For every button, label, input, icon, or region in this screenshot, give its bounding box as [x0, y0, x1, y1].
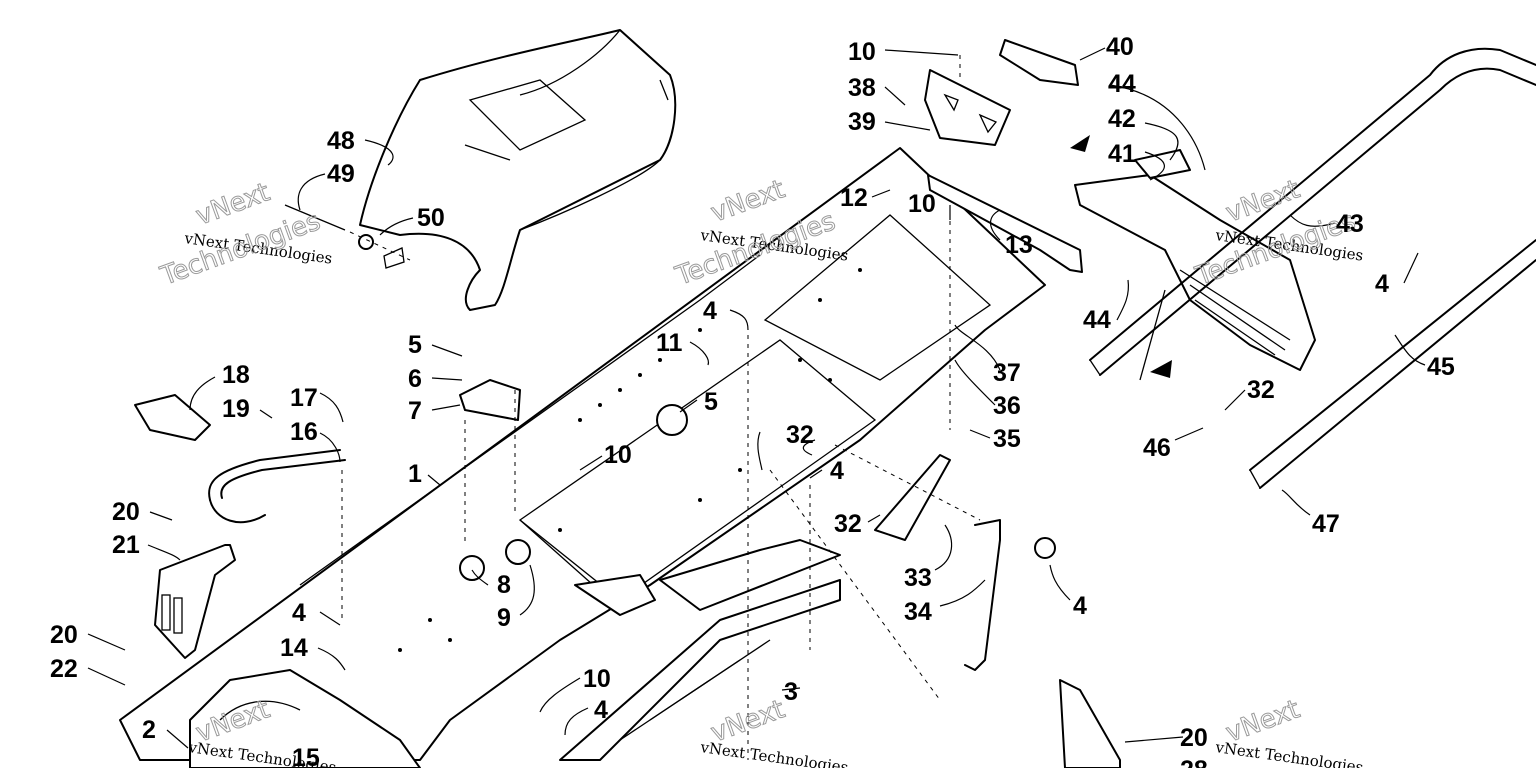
- tunnel-holes: [398, 268, 862, 652]
- callout-9: 9: [497, 604, 511, 632]
- cover-18: [134, 394, 211, 441]
- callout-4: 4: [594, 696, 608, 724]
- tunnel-panel: [119, 147, 1046, 761]
- callout-40: 40: [1106, 33, 1134, 61]
- round-plates: [459, 404, 1056, 581]
- callout-1: 1: [408, 460, 422, 488]
- callout-45: 45: [1427, 353, 1455, 381]
- callout-21: 21: [112, 531, 140, 559]
- callout-49: 49: [327, 160, 355, 188]
- callout-22: 22: [50, 655, 78, 683]
- seat-part: [359, 29, 677, 311]
- watermark-text-8: vNext: [1222, 174, 1304, 228]
- callout-18: 18: [222, 361, 250, 389]
- callout-50: 50: [417, 204, 445, 232]
- grab-bar-16: [208, 449, 346, 524]
- callout-37: 37: [993, 359, 1021, 387]
- callout-39: 39: [848, 108, 876, 136]
- callout-8: 8: [497, 571, 511, 599]
- bracket-7: [459, 379, 521, 421]
- bottom-left-structure: [189, 669, 421, 768]
- footrest-21: [154, 544, 236, 659]
- callout-3: 3: [784, 678, 798, 706]
- callout-10: 10: [583, 665, 611, 693]
- bracket-39: [924, 69, 1011, 146]
- seat-hardware: [284, 204, 411, 269]
- watermark-text-15: vNext: [1222, 694, 1304, 748]
- callout-35: 35: [993, 425, 1021, 453]
- callout-12: 12: [840, 184, 868, 212]
- callout-16: 16: [290, 418, 318, 446]
- callout-34: 34: [904, 598, 932, 626]
- callout-14: 14: [280, 634, 308, 662]
- callout-20: 20: [112, 498, 140, 526]
- callout-4: 4: [1375, 270, 1389, 298]
- callout-20: 20: [1180, 724, 1208, 752]
- callout-labels: 10 40 38 39 44 42 41 48 49 50 12 10 13 4…: [50, 33, 1455, 768]
- callout-48: 48: [327, 127, 355, 155]
- rail-33: [874, 454, 951, 541]
- callout-44: 44: [1108, 70, 1136, 98]
- callout-32: 32: [786, 421, 814, 449]
- callout-15: 15: [292, 744, 320, 768]
- watermark-text-2: vNext: [192, 177, 274, 231]
- rail-34: [964, 519, 1001, 671]
- callout-13: 13: [1005, 231, 1033, 259]
- callout-41: 41: [1108, 140, 1136, 168]
- callout-10: 10: [848, 38, 876, 66]
- callout-33: 33: [904, 564, 932, 592]
- callout-11: 11: [656, 329, 683, 357]
- callout-5: 5: [408, 331, 422, 359]
- callout-44: 44: [1083, 306, 1111, 334]
- callout-47: 47: [1312, 510, 1340, 538]
- bottom-right-bracket: [1059, 679, 1121, 768]
- callout-10: 10: [908, 190, 936, 218]
- callout-2: 2: [142, 716, 156, 744]
- callout-43: 43: [1336, 210, 1364, 238]
- callout-28: 28: [1180, 756, 1208, 768]
- callout-7: 7: [408, 397, 422, 425]
- callout-4: 4: [292, 599, 306, 627]
- callout-4: 4: [703, 297, 717, 325]
- callout-38: 38: [848, 74, 876, 102]
- rear-rail-45: [1089, 47, 1536, 489]
- callout-42: 42: [1108, 105, 1136, 133]
- watermark-text-5: vNext: [707, 174, 789, 228]
- side-panel-lower: [559, 539, 841, 761]
- callout-4: 4: [830, 457, 844, 485]
- leader-lines: [87, 47, 1426, 749]
- callout-17: 17: [290, 384, 318, 412]
- callout-36: 36: [993, 392, 1021, 420]
- callout-32: 32: [1247, 376, 1275, 404]
- callout-19: 19: [222, 395, 250, 423]
- callout-6: 6: [408, 365, 422, 393]
- direction-arrows: [1070, 135, 1172, 381]
- callout-4: 4: [1073, 592, 1087, 620]
- callout-20: 20: [50, 621, 78, 649]
- alignment-lines: [341, 55, 981, 760]
- callout-46: 46: [1143, 434, 1171, 462]
- callout-32: 32: [834, 510, 862, 538]
- callout-5: 5: [704, 388, 718, 416]
- rear-bracket-13: [927, 174, 1083, 273]
- callout-10: 10: [604, 441, 632, 469]
- cover-40: [999, 39, 1079, 86]
